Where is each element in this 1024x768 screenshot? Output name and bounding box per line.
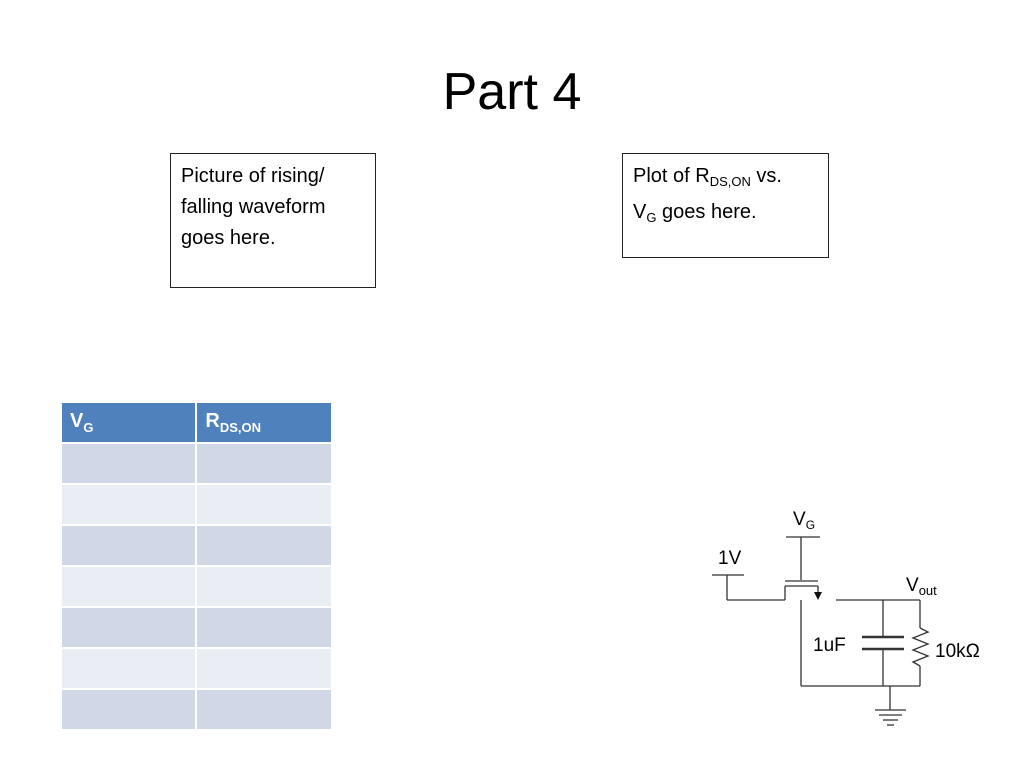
table-cell[interactable] xyxy=(195,688,333,731)
table-cell[interactable] xyxy=(59,606,198,649)
table-row xyxy=(59,442,333,485)
plot-text-mid: vs. xyxy=(750,165,782,187)
table-cell[interactable] xyxy=(195,483,333,526)
capacitor-label: 1uF xyxy=(813,635,846,656)
measurement-table: VG RDS,ON xyxy=(59,401,333,731)
table-cell[interactable] xyxy=(59,565,198,608)
table-cell[interactable] xyxy=(59,647,198,690)
table-cell[interactable] xyxy=(195,524,333,567)
resistor-label: 10kΩ xyxy=(935,641,980,662)
plot-text-prefix: Plot of R xyxy=(633,165,710,187)
source-voltage-label: 1V xyxy=(718,548,742,569)
plot-placeholder-box: Plot of RDS,ON vs. VG goes here. xyxy=(622,153,829,258)
header-vg-main: V xyxy=(70,410,84,432)
plot-text-suffix: goes here. xyxy=(656,201,757,223)
table-row xyxy=(59,565,333,608)
header-rdson: RDS,ON xyxy=(195,401,333,444)
table-cell[interactable] xyxy=(59,524,198,567)
vout-label: Vout xyxy=(906,575,937,598)
circuit-diagram: VG 1V Vout 1uF 10kΩ xyxy=(712,509,980,726)
table-header-row: VG RDS,ON xyxy=(59,401,333,444)
plot-text-subscript-rdson: DS,ON xyxy=(709,174,751,189)
table-cell[interactable] xyxy=(59,688,198,731)
plot-text-vg: V xyxy=(633,201,647,223)
vg-label: VG xyxy=(793,509,815,532)
table-cell[interactable] xyxy=(59,442,198,485)
waveform-placeholder-box: Picture of rising/ falling waveform goes… xyxy=(170,153,376,288)
table-cell[interactable] xyxy=(59,483,198,526)
plot-text-subscript-g: G xyxy=(646,210,657,225)
header-vg-sub: G xyxy=(83,420,94,435)
table-cell[interactable] xyxy=(195,606,333,649)
table-row xyxy=(59,606,333,649)
table-cell[interactable] xyxy=(195,442,333,485)
header-rdson-sub: DS,ON xyxy=(219,420,262,435)
table-row xyxy=(59,524,333,567)
table-cell[interactable] xyxy=(195,565,333,608)
resistor-zigzag xyxy=(911,627,930,667)
table-cell[interactable] xyxy=(195,647,333,690)
table-row xyxy=(59,647,333,690)
table-row xyxy=(59,688,333,731)
header-rdson-main: R xyxy=(205,410,220,432)
source-arrow-icon xyxy=(814,592,822,600)
slide-title: Part 4 xyxy=(442,63,582,121)
waveform-placeholder-text: Picture of rising/ falling waveform goes… xyxy=(181,165,326,249)
header-vg: VG xyxy=(59,401,198,444)
table-row xyxy=(59,483,333,526)
